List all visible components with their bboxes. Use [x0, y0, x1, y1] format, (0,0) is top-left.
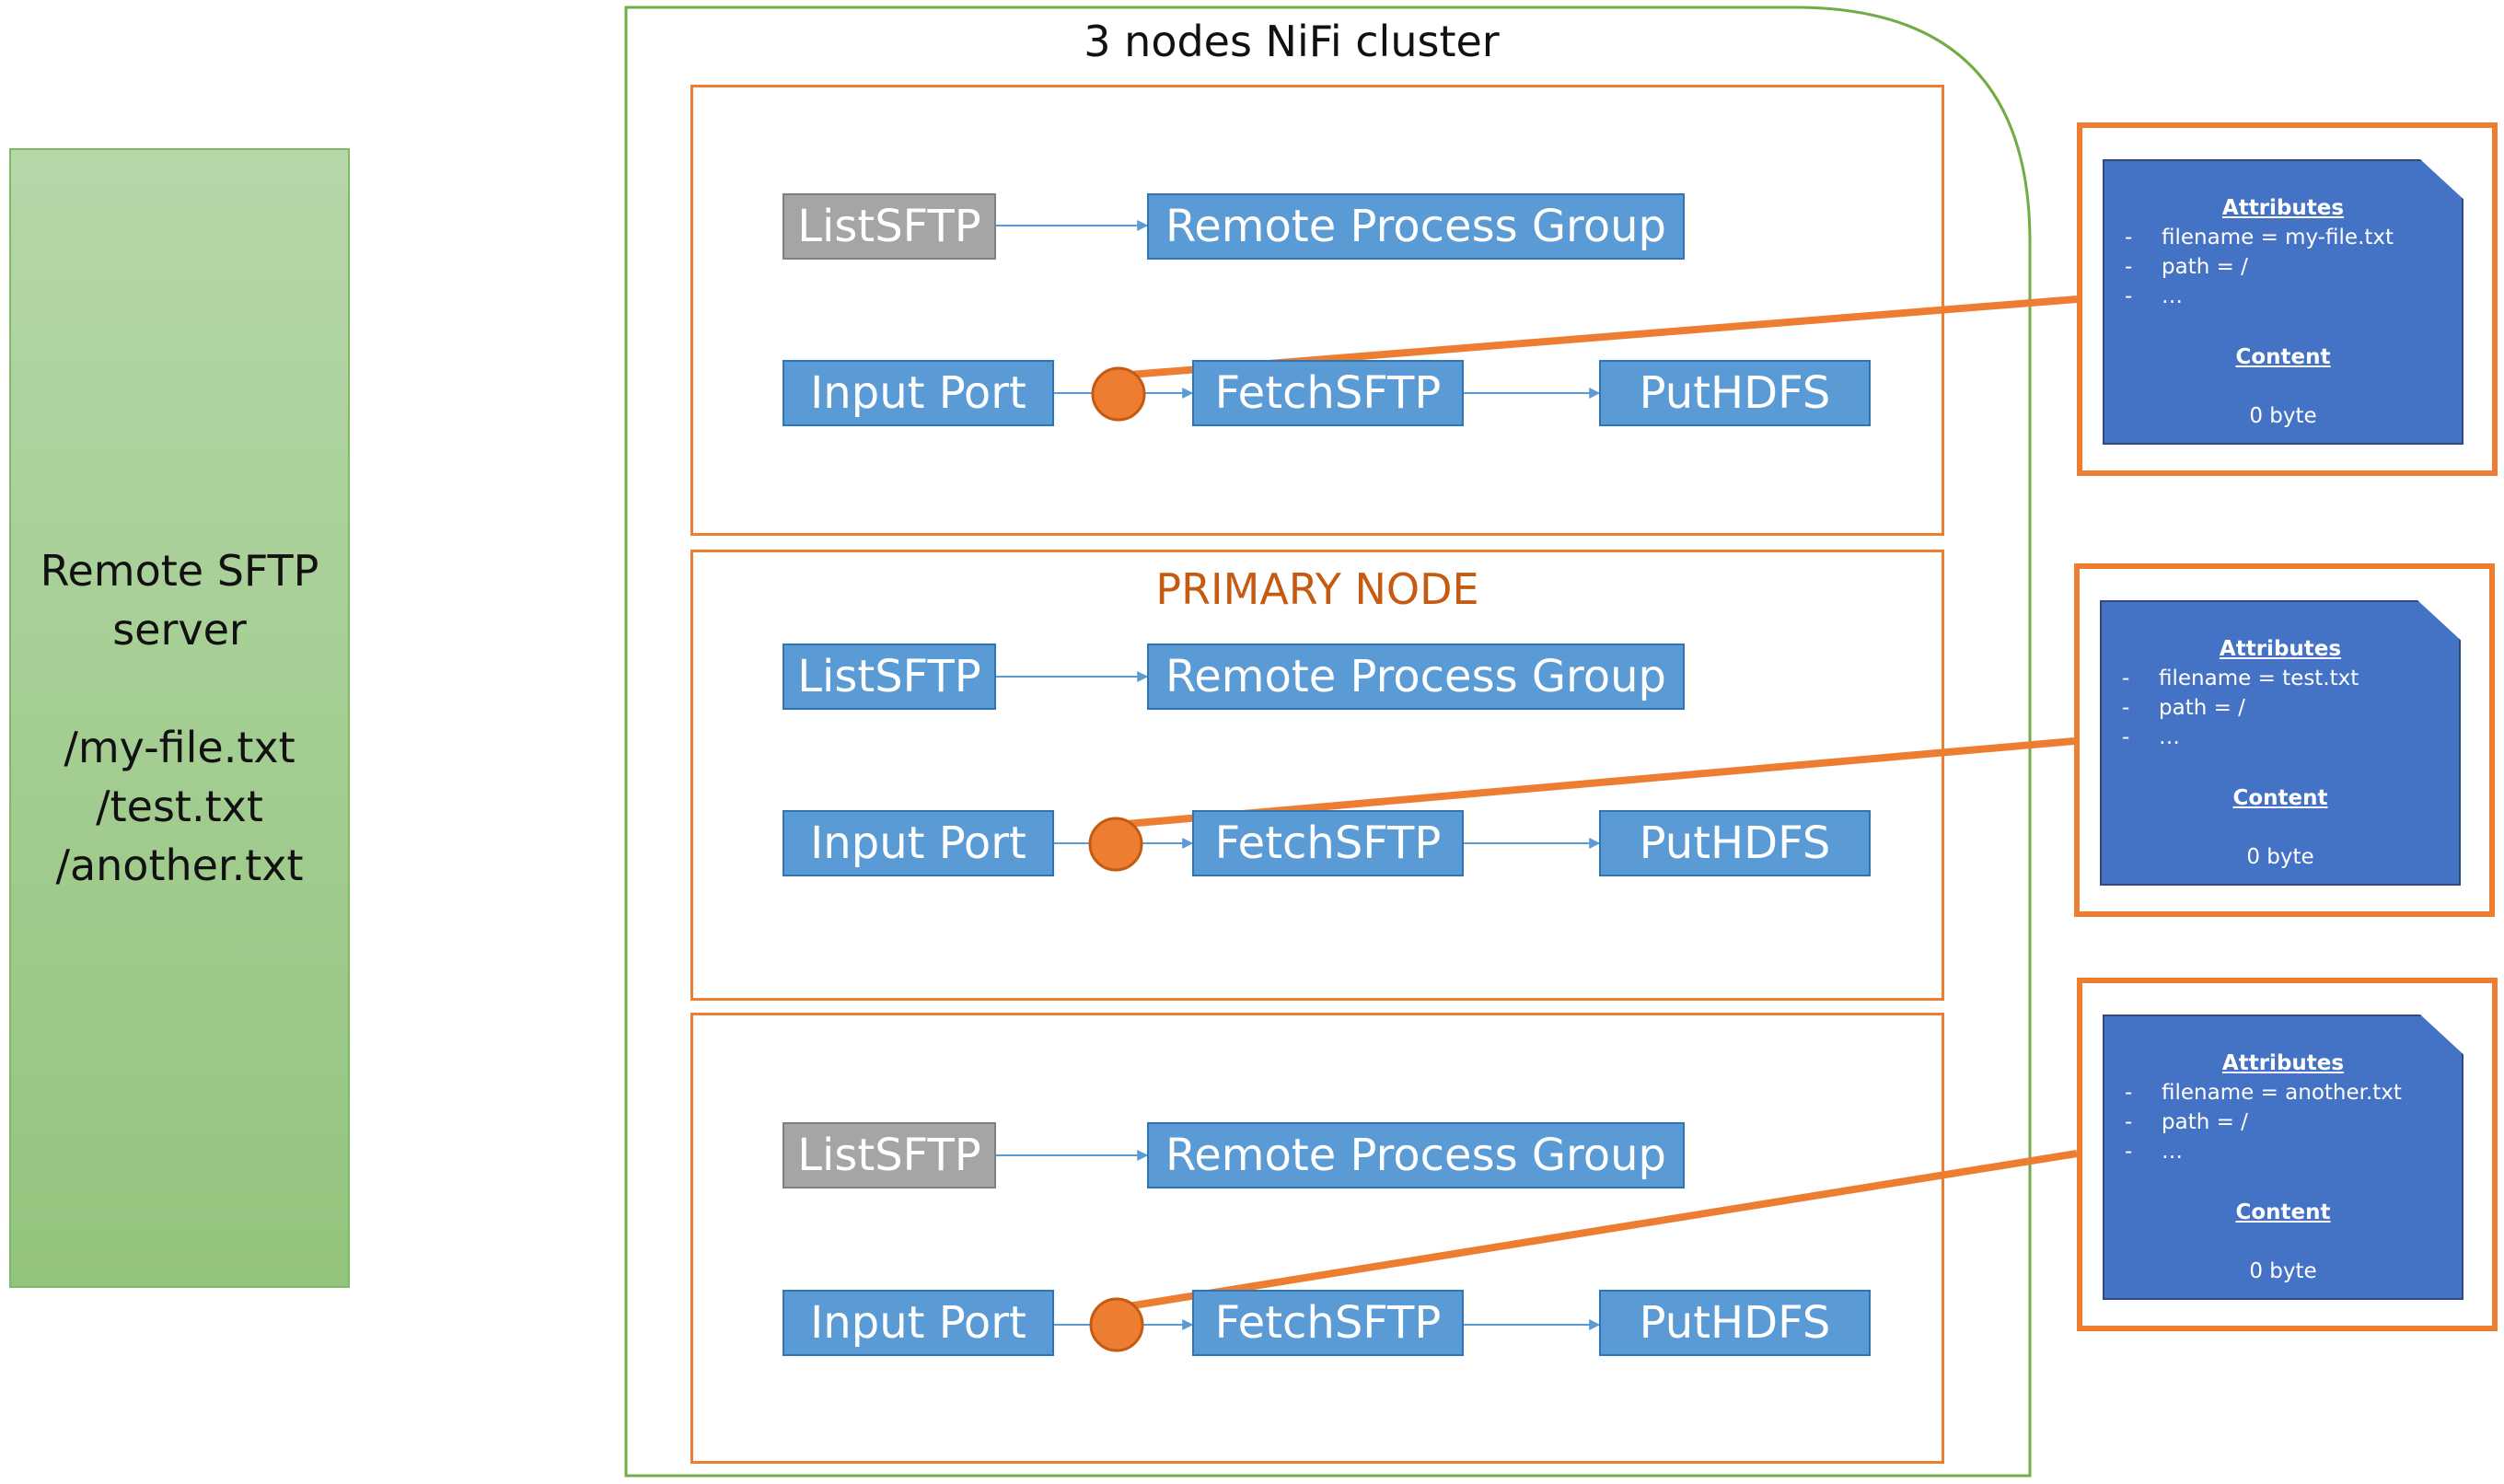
content-heading: Content [2232, 786, 2328, 810]
input-port[interactable]: Input Port [782, 1290, 1054, 1356]
queued-flowfile-dot [1089, 1297, 1144, 1352]
content-size: 0 byte [2246, 845, 2314, 869]
attributes-heading: Attributes [2219, 637, 2342, 661]
remote-sftp-server: Remote SFTP server /my-file.txt /test.tx… [9, 148, 350, 1288]
remote-process-group[interactable]: Remote Process Group [1147, 643, 1685, 710]
flowfile-callout-2: Attributes -filename = test.txt -path = … [2074, 563, 2495, 917]
flowfile-callout-line [1116, 1150, 2078, 1312]
content-size: 0 byte [2249, 404, 2317, 428]
fetchsftp-processor[interactable]: FetchSFTP [1192, 810, 1464, 876]
server-name-line2: server [112, 605, 247, 655]
listsftp-processor[interactable]: ListSFTP [782, 1122, 996, 1188]
flowfile-document: Attributes -filename = my-file.txt -path… [2103, 159, 2463, 445]
listsftp-processor[interactable]: ListSFTP [782, 193, 996, 260]
server-name-line1: Remote SFTP [40, 546, 319, 596]
flowfile-document: Attributes -filename = test.txt -path = … [2100, 600, 2461, 886]
attribute-line: -… [2125, 1140, 2183, 1164]
attribute-line: -filename = my-file.txt [2125, 226, 2394, 249]
input-port[interactable]: Input Port [782, 810, 1054, 876]
attribute-line: -… [2125, 284, 2183, 308]
queued-flowfile-dot [1091, 366, 1146, 422]
attribute-line: -path = / [2125, 255, 2248, 279]
puthdfs-processor[interactable]: PutHDFS [1599, 1290, 1871, 1356]
flowfile-callout-1: Attributes -filename = my-file.txt -path… [2077, 122, 2498, 476]
attribute-line: -path = / [2122, 696, 2245, 720]
fetchsftp-processor[interactable]: FetchSFTP [1192, 360, 1464, 426]
cluster-outline [624, 6, 2032, 1478]
input-port[interactable]: Input Port [782, 360, 1054, 426]
content-heading: Content [2235, 345, 2331, 369]
server-file: /my-file.txt [64, 723, 296, 772]
attribute-line: -path = / [2125, 1110, 2248, 1134]
flowfile-document: Attributes -filename = another.txt -path… [2103, 1014, 2463, 1300]
content-heading: Content [2235, 1200, 2331, 1224]
node-box-3 [690, 1013, 1944, 1464]
server-file: /test.txt [96, 782, 263, 831]
remote-process-group[interactable]: Remote Process Group [1147, 1122, 1685, 1188]
content-size: 0 byte [2249, 1259, 2317, 1283]
flowfile-callout-3: Attributes -filename = another.txt -path… [2077, 978, 2498, 1331]
attribute-line: -… [2122, 725, 2180, 749]
attributes-heading: Attributes [2221, 1051, 2345, 1075]
attributes-heading: Attributes [2221, 196, 2345, 220]
node-box-1 [690, 85, 1944, 536]
primary-node-label: PRIMARY NODE [1155, 564, 1479, 614]
attribute-line: -filename = another.txt [2125, 1081, 2402, 1105]
cluster-title: 3 nodes NiFi cluster [1084, 17, 1500, 66]
fetchsftp-processor[interactable]: FetchSFTP [1192, 1290, 1464, 1356]
puthdfs-processor[interactable]: PutHDFS [1599, 810, 1871, 876]
attribute-line: -filename = test.txt [2122, 667, 2359, 690]
server-file: /another.txt [55, 841, 304, 890]
listsftp-processor[interactable]: ListSFTP [782, 643, 996, 710]
remote-process-group[interactable]: Remote Process Group [1147, 193, 1685, 260]
puthdfs-processor[interactable]: PutHDFS [1599, 360, 1871, 426]
queued-flowfile-dot [1088, 817, 1143, 872]
node-box-primary [690, 550, 1944, 1001]
